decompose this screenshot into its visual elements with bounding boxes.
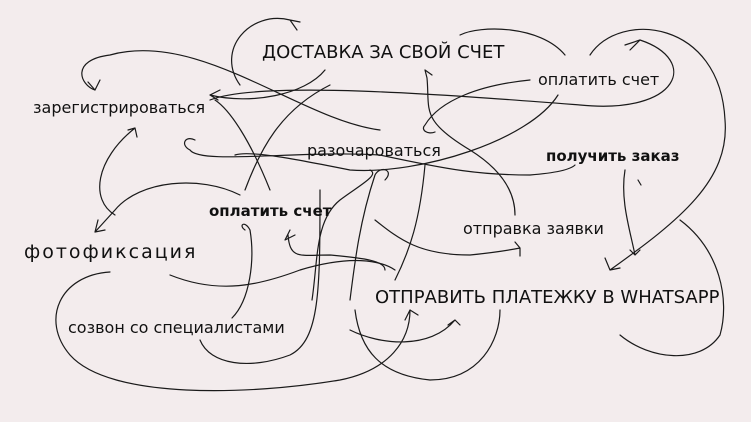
arrow-curve xyxy=(619,219,725,357)
arrow-curve xyxy=(199,189,321,365)
arrow-curve xyxy=(99,127,138,216)
node-disappoint: разочароваться xyxy=(307,141,441,160)
arrow-curve xyxy=(183,138,576,176)
node-call-specialists: созвон со специалистами xyxy=(68,318,285,337)
arrow-curve xyxy=(349,168,389,301)
arrow-curve xyxy=(354,309,501,381)
node-pay-bill-center: оплатить счет xyxy=(209,202,332,220)
arrow-curve xyxy=(424,69,516,216)
arrow-curve xyxy=(284,229,386,271)
node-pay-bill-top: оплатить счет xyxy=(538,70,660,89)
arrow-curve xyxy=(81,50,381,131)
arrow-curve xyxy=(349,319,461,343)
arrow-curve xyxy=(209,39,675,107)
arrow-curve xyxy=(637,179,642,186)
arrow-curve xyxy=(209,69,326,101)
arrow-curve xyxy=(459,28,566,56)
node-send-payment: ОТПРАВИТЬ ПЛАТЕЖКУ В WHATSAPP xyxy=(375,287,720,308)
arrow-curve xyxy=(422,79,531,134)
arrow-curve xyxy=(94,182,241,233)
arrow-curve xyxy=(244,84,331,191)
arrow-curve xyxy=(623,169,641,256)
arrow-curve xyxy=(394,164,426,281)
node-photo-fixation: фотофиксация xyxy=(24,241,198,263)
arrow-curve xyxy=(55,271,419,392)
node-delivery: ДОСТАВКА ЗА СВОЙ СЧЕТ xyxy=(262,42,505,63)
node-get-order: получить заказ xyxy=(546,147,680,165)
arrow-curve xyxy=(231,17,301,86)
arrow-curve xyxy=(589,28,726,271)
arrow-curve xyxy=(311,169,374,301)
node-register: зарегистрироваться xyxy=(33,98,206,117)
arrow-curve xyxy=(374,219,521,257)
node-submit-request: отправка заявки xyxy=(463,219,604,238)
arrow-curve xyxy=(169,259,396,287)
arrow-curve xyxy=(214,99,271,191)
arrow-curve xyxy=(231,223,253,319)
